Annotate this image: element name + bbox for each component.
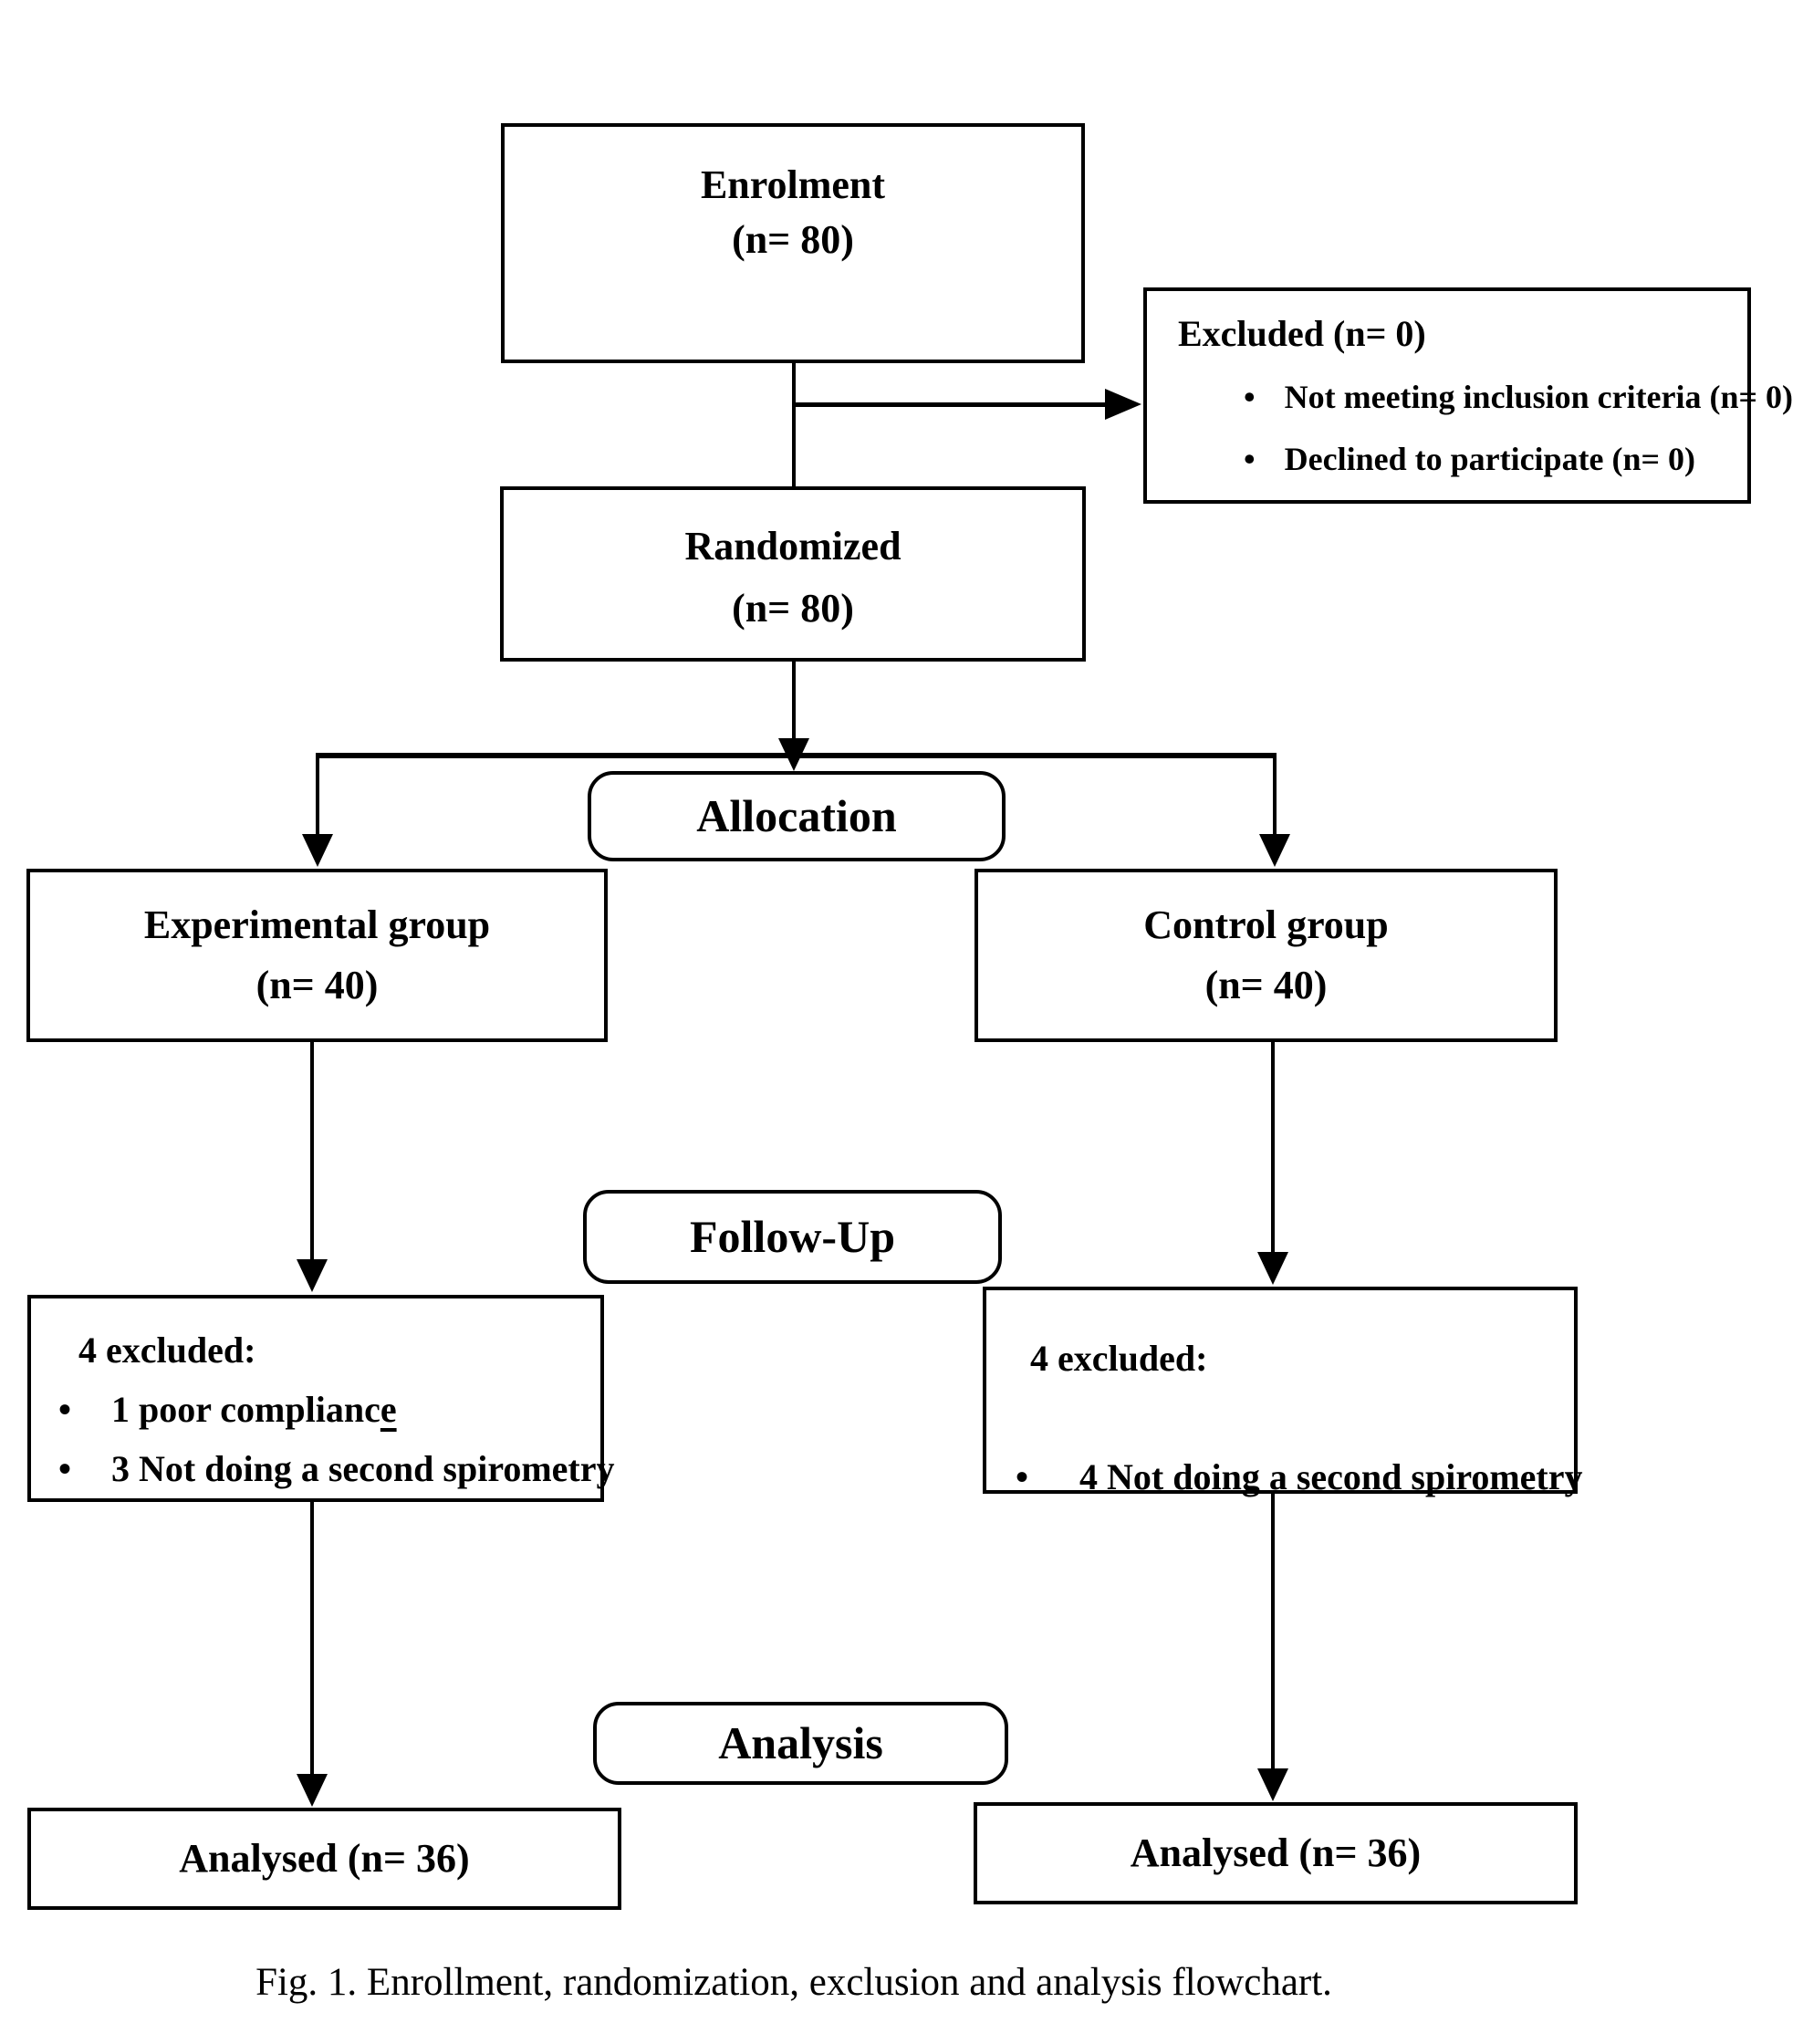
analysed-control-label: Analysed (n= 36) [1130,1830,1422,1875]
analysis-label: Analysis [718,1717,883,1768]
allocation-label: Allocation [696,790,897,841]
connector-to-control [1273,753,1277,837]
excluded-control-box: 4 excluded: • 4 Not doing a second spiro… [983,1287,1583,1497]
bullet-icon: • [1016,1456,1029,1497]
excluded-experimental-bullet-2-text: 3 Not doing a second spirometry [111,1448,615,1489]
randomized-count: (n= 80) [732,586,854,631]
arrowhead-excluded-icon [1105,389,1141,420]
arrowhead-analysed-right-icon [1257,1768,1288,1801]
experimental-group-title: Experimental group [143,902,491,947]
connector-excluded-analysed-right [1271,1492,1275,1770]
arrowhead-excluded-right-icon [1257,1252,1288,1285]
excluded-experimental-bullet-1-text: 1 poor compliance [111,1389,397,1430]
excluded-experimental-bullet-2: • 3 Not doing a second spirometry [58,1448,615,1490]
arrowhead-experimental-icon [302,834,333,867]
excluded-enrolment-bullet-2-text: Declined to participate (n= 0) [1284,440,1696,477]
analysed-experimental-label: Analysed (n= 36) [179,1836,470,1881]
bullet-icon: • [1244,378,1256,415]
followup-label-box: Follow-Up [583,1190,1002,1284]
bullet-icon: • [1244,440,1256,477]
allocation-label-box: Allocation [588,771,1006,861]
excluded-enrolment-title: Excluded (n= 0) [1178,312,1426,354]
figure-caption: Fig. 1. Enrollment, randomization, exclu… [255,1961,1332,2004]
excluded-enrolment-box: Excluded (n= 0) • Not meeting inclusion … [1143,287,1793,504]
connector-control-followup [1271,1040,1275,1254]
excluded-experimental-title: 4 excluded: [78,1330,256,1371]
excluded-enrolment-bullet-1-text: Not meeting inclusion criteria (n= 0) [1284,378,1794,415]
excluded-experimental-box: 4 excluded: • 1 poor compliance • 3 Not … [27,1295,615,1502]
excluded-control-bullet-1-text: 4 Not doing a second spirometry [1079,1456,1583,1497]
control-group-box: Control group (n= 40) [974,869,1558,1042]
arrowhead-analysed-left-icon [297,1774,328,1807]
control-group-count: (n= 40) [1204,963,1328,1007]
followup-label: Follow-Up [690,1211,895,1262]
analysed-experimental-box: Analysed (n= 36) [27,1808,621,1910]
experimental-group-count: (n= 40) [255,963,379,1007]
excluded-experimental-bullet-1: • 1 poor compliance [58,1389,595,1431]
enrolment-title: Enrolment [700,162,886,207]
connector-experimental-followup [310,1040,314,1261]
connector-excluded-analysed-left [310,1500,314,1776]
excluded-control-bullet-1: • 4 Not doing a second spirometry [1016,1456,1583,1498]
enrolment-box: Enrolment (n= 80) [501,123,1085,363]
analysis-label-box: Analysis [593,1702,1008,1785]
experimental-group-box: Experimental group (n= 40) [26,869,608,1042]
connector-enrolment-randomized [792,360,796,488]
arrowhead-control-icon [1259,834,1290,867]
connector-to-experimental [316,753,319,837]
connector-to-excluded [794,402,1108,407]
excluded-enrolment-bullet-2: • Declined to participate (n= 0) [1178,439,1738,479]
bullet-icon: • [58,1448,72,1489]
randomized-title: Randomized [684,524,902,568]
arrowhead-allocation-icon [778,738,809,771]
arrowhead-excluded-left-icon [297,1259,328,1292]
excluded-enrolment-bullet-1: • Not meeting inclusion criteria (n= 0) [1178,377,1793,417]
analysed-control-box: Analysed (n= 36) [974,1802,1578,1904]
randomized-box: Randomized (n= 80) [500,486,1086,662]
bullet-icon: • [58,1389,72,1430]
control-group-title: Control group [1143,902,1389,947]
connector-randomized-allocation [792,660,796,755]
excluded-control-title: 4 excluded: [1030,1338,1208,1379]
enrolment-count: (n= 80) [732,217,854,262]
